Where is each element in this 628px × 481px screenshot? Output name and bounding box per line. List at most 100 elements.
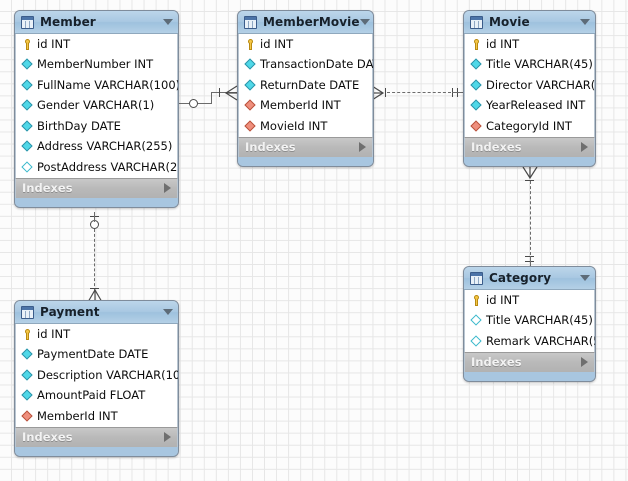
column-label: Description VARCHAR(100) (37, 370, 179, 382)
diamond-open-icon (470, 335, 483, 348)
column-row[interactable]: id INT (465, 290, 594, 311)
column-row[interactable]: Gender VARCHAR(1) (16, 96, 177, 117)
table-header[interactable]: Category (464, 267, 595, 290)
indexes-label: Indexes (22, 181, 164, 195)
indexes-label: Indexes (22, 430, 164, 444)
column-label: PostAddress VARCHAR(255) (37, 162, 179, 174)
column-row[interactable]: BirthDay DATE (16, 116, 177, 137)
column-row[interactable]: PaymentDate DATE (16, 345, 177, 366)
column-row[interactable]: Title VARCHAR(45) (465, 311, 594, 332)
column-label: FullName VARCHAR(100) (37, 80, 179, 92)
column-label: MemberNumber INT (37, 59, 153, 71)
key-icon (21, 328, 34, 341)
table-icon (21, 16, 34, 29)
table-title: Payment (40, 305, 163, 319)
table-footer (464, 157, 595, 166)
table-title: Member (40, 15, 163, 29)
indexes-section[interactable]: Indexes (464, 352, 595, 372)
column-label: id INT (486, 39, 519, 51)
column-label: Address VARCHAR(255) (37, 141, 172, 153)
column-label: id INT (37, 329, 70, 341)
indexes-section[interactable]: Indexes (15, 178, 178, 198)
column-row[interactable]: MemberId INT (16, 406, 177, 427)
table-title: Category (489, 271, 580, 285)
table-header[interactable]: Member (15, 11, 178, 34)
crowfoot-icon (224, 85, 238, 101)
chevron-down-icon[interactable] (580, 19, 590, 25)
table-header[interactable]: Movie (464, 11, 595, 34)
column-label: ReturnDate DATE (260, 80, 359, 92)
column-row[interactable]: id INT (16, 34, 177, 55)
table-title: MemberMovie (263, 15, 360, 29)
column-row[interactable]: MemberId INT (239, 96, 372, 117)
diamond-filled-icon (470, 58, 483, 71)
column-row[interactable]: MemberNumber INT (16, 55, 177, 76)
column-row[interactable]: TransactionDate DATE (239, 55, 372, 76)
diamond-fk-icon (470, 120, 483, 133)
column-row[interactable]: id INT (465, 34, 594, 55)
diamond-filled-icon (470, 99, 483, 112)
table-header[interactable]: Payment (15, 301, 178, 324)
table-payment[interactable]: Payment id INT PaymentDate DATE Description… (14, 300, 179, 457)
diamond-filled-icon (21, 99, 34, 112)
indexes-label: Indexes (245, 140, 359, 154)
indexes-section[interactable]: Indexes (238, 137, 373, 157)
diamond-filled-icon (21, 389, 34, 402)
chevron-down-icon[interactable] (163, 309, 173, 315)
column-label: TransactionDate DATE (260, 59, 374, 71)
chevron-right-icon[interactable] (581, 142, 588, 152)
column-label: AmountPaid FLOAT (37, 390, 145, 402)
column-label: CategoryId INT (486, 121, 572, 133)
chevron-right-icon[interactable] (164, 432, 171, 442)
indexes-section[interactable]: Indexes (15, 427, 178, 447)
table-icon (470, 272, 483, 285)
diamond-filled-icon (244, 58, 257, 71)
column-label: Remark VARCHAR(500) (486, 336, 596, 348)
column-label: MemberId INT (37, 411, 118, 423)
column-row[interactable]: id INT (239, 34, 372, 55)
table-member[interactable]: Member id INT MemberNumber INT FullName VAR… (14, 10, 179, 208)
column-label: id INT (486, 295, 519, 307)
column-row[interactable]: AmountPaid FLOAT (16, 386, 177, 407)
table-footer (238, 157, 373, 166)
column-row[interactable]: Director VARCHAR(45) (465, 75, 594, 96)
column-row[interactable]: FullName VARCHAR(100) (16, 75, 177, 96)
column-row[interactable]: ReturnDate DATE (239, 75, 372, 96)
column-row[interactable]: CategoryId INT (465, 116, 594, 137)
column-list: id INT Title VARCHAR(45) Remark VARCHAR(50… (464, 290, 595, 352)
key-icon (470, 38, 483, 51)
table-category[interactable]: Category id INT Title VARCHAR(45) Remark VA… (463, 266, 596, 382)
table-title: Movie (489, 15, 580, 29)
diamond-filled-icon (21, 348, 34, 361)
chevron-down-icon[interactable] (580, 275, 590, 281)
chevron-right-icon[interactable] (164, 183, 171, 193)
key-icon (21, 38, 34, 51)
chevron-down-icon[interactable] (163, 19, 173, 25)
column-label: BirthDay DATE (37, 121, 121, 133)
table-footer (464, 372, 595, 381)
column-label: Gender VARCHAR(1) (37, 100, 154, 112)
column-row[interactable]: Description VARCHAR(100) (16, 365, 177, 386)
indexes-section[interactable]: Indexes (464, 137, 595, 157)
chevron-right-icon[interactable] (581, 357, 588, 367)
diamond-open-icon (470, 314, 483, 327)
column-row[interactable]: id INT (16, 324, 177, 345)
column-row[interactable]: PostAddress VARCHAR(255) (16, 157, 177, 178)
key-icon (244, 38, 257, 51)
column-row[interactable]: YearReleased INT (465, 96, 594, 117)
column-row[interactable]: MovieId INT (239, 116, 372, 137)
chevron-down-icon[interactable] (360, 19, 370, 25)
column-label: id INT (37, 39, 70, 51)
column-row[interactable]: Address VARCHAR(255) (16, 137, 177, 158)
column-row[interactable]: Title VARCHAR(45) (465, 55, 594, 76)
table-movie[interactable]: Movie id INT Title VARCHAR(45)Director VAR… (463, 10, 596, 167)
column-row[interactable]: Remark VARCHAR(500) (465, 331, 594, 352)
diamond-fk-icon (244, 99, 257, 112)
table-membermovie[interactable]: MemberMovie id INT TransactionDate DATE Ret… (237, 10, 374, 167)
diamond-filled-icon (244, 79, 257, 92)
chevron-right-icon[interactable] (359, 142, 366, 152)
table-header[interactable]: MemberMovie (238, 11, 373, 34)
table-footer (15, 198, 178, 207)
table-icon (470, 16, 483, 29)
